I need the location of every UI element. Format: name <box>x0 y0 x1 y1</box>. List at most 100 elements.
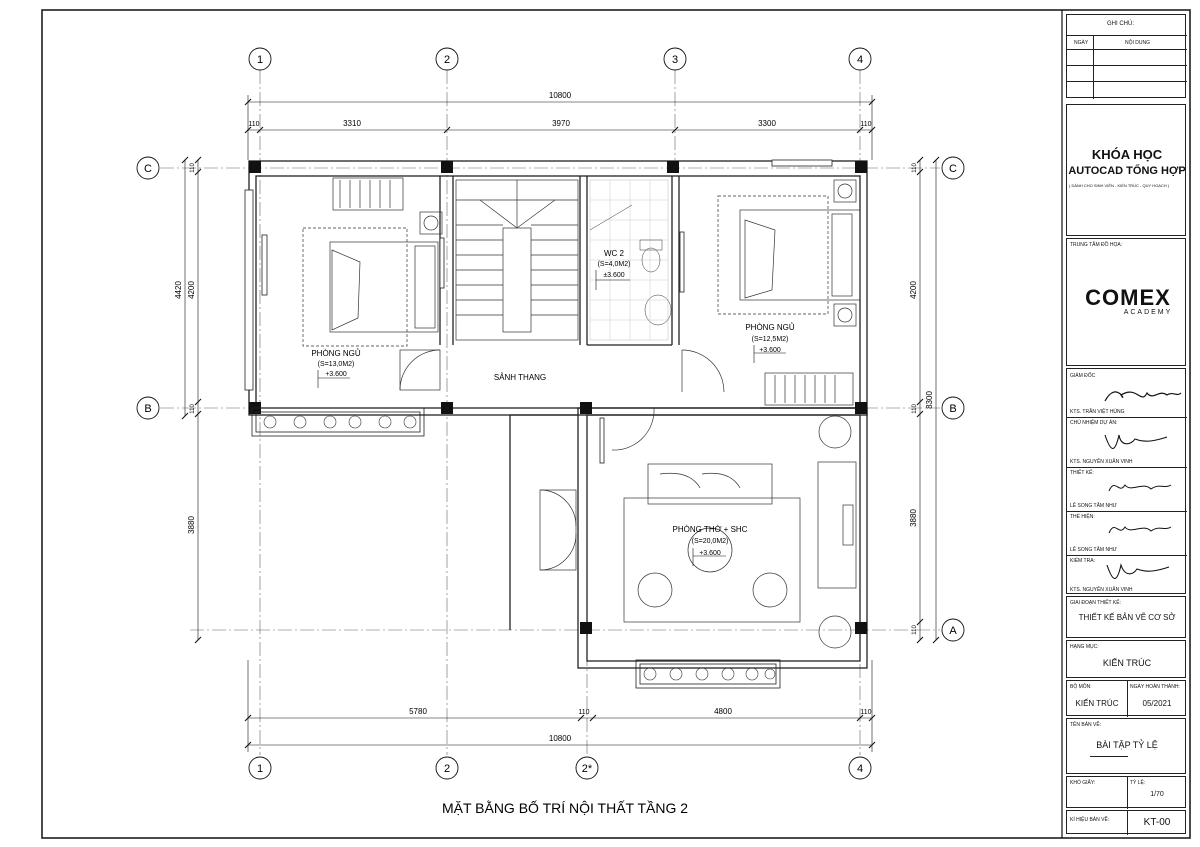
axis-left-b: B <box>144 403 151 415</box>
dim-bottom-total: 10800 <box>549 734 572 743</box>
worship-area: (S=20,0M2) <box>692 538 729 545</box>
phase-value: THIẾT KẾ BẢN VẼ CƠ SỞ <box>1078 613 1176 622</box>
bedroom2-furniture <box>611 179 861 451</box>
design-name: LÊ SONG TÂM NHƯ <box>1070 503 1117 509</box>
dim-right-mid: 110 <box>912 404 918 414</box>
col-date: NGÀY <box>1074 40 1089 46</box>
wc-fixtures <box>589 179 672 341</box>
dim-top-1: 110 <box>248 121 259 128</box>
axis-right-b: B <box>949 403 956 415</box>
title-block: GHI CHÚ: NGÀY NỘI DUNG KHÓA HỌC AUTOCAD … <box>1066 14 1187 835</box>
scale-label: TỶ LỆ: <box>1130 780 1146 786</box>
scale-value: 1/70 <box>1150 791 1164 798</box>
dim-bottom-3: 4800 <box>714 707 732 716</box>
dim-left-outer: 4420 <box>174 281 183 299</box>
dim-left-lower: 3880 <box>187 516 196 534</box>
dim-top-2: 3310 <box>343 119 361 128</box>
drawing-title: MẶT BẰNG BỐ TRÍ NỘI THẤT TẦNG 2 <box>442 799 688 816</box>
axis-right-c: C <box>949 163 957 175</box>
axis-bottom-2star: 2* <box>582 763 593 775</box>
signature-box: GIÁM ĐỐC KTS. TRẦN VIỆT HÙNG CHỦ NHIỆM D… <box>1066 368 1187 594</box>
logo-main: COMEX <box>1085 285 1171 310</box>
dim-left-inner: 4200 <box>187 281 196 299</box>
axis-top-3: 3 <box>672 54 678 66</box>
axis-top-2: 2 <box>444 54 450 66</box>
course-line1: KHÓA HỌC <box>1091 147 1163 162</box>
axis-bottom-1: 1 <box>257 763 263 775</box>
wc-level: ±3.600 <box>603 272 624 279</box>
bedroom2-area: (S=12,5M2) <box>752 336 789 343</box>
dim-right-upper: 4200 <box>909 281 918 299</box>
dept-date-box: BỘ MÔN: KIẾN TRÚC NGÀY HOÀN THÀNH: 05/20… <box>1066 680 1186 717</box>
center-label: TRUNG TÂM ĐỒ HỌA: <box>1070 242 1123 248</box>
notes-header: GHI CHÚ: <box>1107 21 1134 27</box>
director-label: GIÁM ĐỐC <box>1070 373 1096 379</box>
dim-top-4: 3300 <box>758 119 776 128</box>
axis-left-c: C <box>144 163 152 175</box>
bedroom2-name: PHÒNG NGỦ <box>745 323 795 332</box>
sheet-name-value: BÀI TẬP TỶ LỆ <box>1096 740 1158 750</box>
category-box: HẠNG MỤC: KIẾN TRÚC <box>1066 640 1186 678</box>
draw-signature <box>1108 526 1172 534</box>
bedroom2-level: +3.600 <box>759 347 781 354</box>
axis-top-1: 1 <box>257 54 263 66</box>
check-label: KIỂM TRA: <box>1070 558 1095 564</box>
level-markers <box>317 270 786 566</box>
sheet-name-label: TÊN BẢN VẼ: <box>1070 722 1102 728</box>
col-content: NỘI DUNG <box>1125 40 1150 46</box>
bedroom1-name: PHÒNG NGỦ <box>311 349 361 358</box>
course-sub: ( DÀNH CHO SINH VIÊN - KIẾN TRÚC - QUY H… <box>1069 183 1170 188</box>
logo-sub: ACADEMY <box>1123 309 1173 316</box>
wc-area: (S=4,0M2) <box>598 261 631 268</box>
course-box: KHÓA HỌC AUTOCAD TỔNG HỢP ( DÀNH CHO SIN… <box>1066 104 1186 236</box>
dim-left-mid: 110 <box>190 404 196 414</box>
pm-label: CHỦ NHIỆM DỰ ÁN: <box>1070 420 1118 426</box>
balcony-planter-top <box>251 407 781 689</box>
dim-right-total: 8300 <box>925 391 934 409</box>
dimension-lines <box>181 95 940 752</box>
grid-bubbles-top <box>248 47 872 71</box>
dim-top-total: 10800 <box>549 91 572 100</box>
design-label: THIẾT KẾ: <box>1070 470 1094 476</box>
planter-flowers <box>263 415 776 681</box>
dim-right-bottom: 110 <box>912 625 918 635</box>
worship-level: +3.600 <box>699 550 721 557</box>
stair-hall-name: SẢNH THANG <box>494 373 546 382</box>
bedroom1-furniture <box>302 177 443 391</box>
grid-lines <box>160 70 940 755</box>
category-value: KIẾN TRÚC <box>1102 658 1152 668</box>
phase-box: GIAI ĐOẠN THIẾT KẾ: THIẾT KẾ BẢN VẼ CƠ S… <box>1066 596 1186 638</box>
bedroom1-area: (S=13,0M2) <box>318 361 355 368</box>
dim-bottom-4: 110 <box>860 709 871 716</box>
dim-right-top: 110 <box>912 163 918 173</box>
code-box: KÍ HIỆU BẢN VẼ: KT-00 <box>1066 810 1186 835</box>
dim-left-top: 110 <box>190 163 196 173</box>
draw-name: LÊ SONG TÂM NHƯ <box>1070 547 1117 553</box>
sheet-border <box>41 9 1191 839</box>
worship-room-furniture <box>539 415 857 649</box>
dim-right-lower: 3880 <box>909 509 918 527</box>
dim-bottom-2: 110 <box>578 709 589 716</box>
grid-bubbles-side <box>136 156 965 642</box>
design-signature <box>1108 484 1172 492</box>
bedroom1-level: +3.600 <box>325 371 347 378</box>
done-value: 05/2021 <box>1142 699 1172 708</box>
dept-label: BỘ MÔN: <box>1070 684 1092 690</box>
director-name: KTS. TRẦN VIỆT HÙNG <box>1070 409 1125 415</box>
center-box: TRUNG TÂM ĐỒ HỌA: COMEX ACADEMY <box>1066 238 1186 366</box>
phase-label: GIAI ĐOẠN THIẾT KẾ: <box>1070 600 1121 606</box>
notes-table: GHI CHÚ: NGÀY NỘI DUNG <box>1066 14 1187 99</box>
columns <box>249 161 867 634</box>
code-value: KT-00 <box>1143 817 1171 828</box>
done-label: NGÀY HOÀN THÀNH: <box>1130 684 1180 690</box>
course-line2: AUTOCAD TỔNG HỢP <box>1068 165 1186 177</box>
grid-bubbles-bottom <box>248 756 872 780</box>
paper-label: KHỔ GIẤY: <box>1070 780 1096 786</box>
paper-scale-box: KHỔ GIẤY: TỶ LỆ: 1/70 <box>1066 776 1186 809</box>
dim-top-3: 3970 <box>552 119 570 128</box>
windows <box>244 159 833 464</box>
dim-bottom-1: 5780 <box>409 707 427 716</box>
dept-value: KIẾN TRÚC <box>1075 699 1119 708</box>
worship-name: PHÒNG THỜ + SHC <box>673 525 748 534</box>
